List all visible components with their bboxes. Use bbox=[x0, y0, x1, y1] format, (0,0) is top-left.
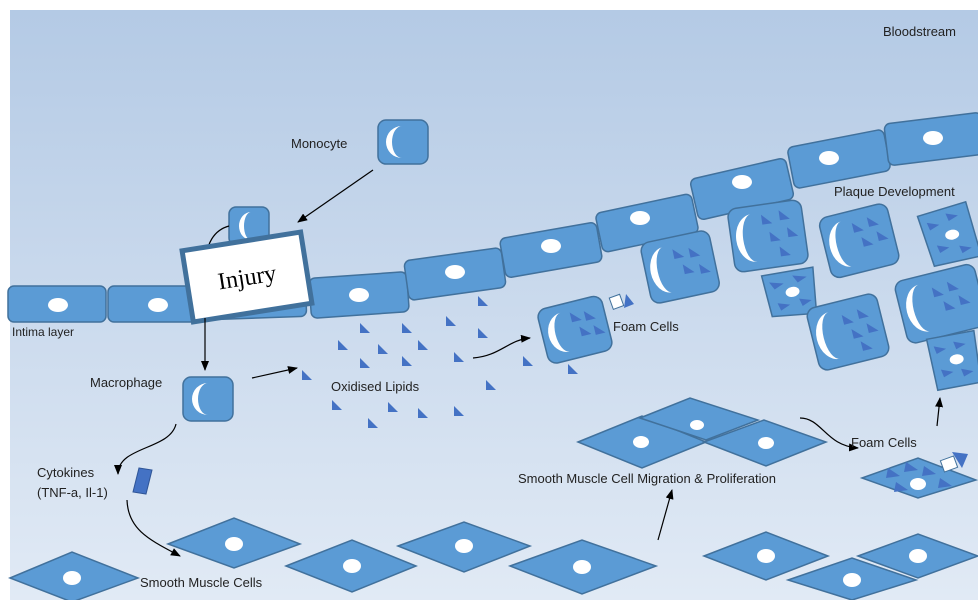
oxidised-lipids-label: Oxidised Lipids bbox=[331, 379, 420, 394]
bloodstream-label: Bloodstream bbox=[883, 24, 956, 39]
macrophage-label: Macrophage bbox=[90, 375, 162, 390]
macrophage-cell bbox=[183, 377, 233, 421]
smc-migration-label: Smooth Muscle Cell Migration & Prolifera… bbox=[518, 471, 776, 486]
cytokines-label-2: (TNF-a, Il-1) bbox=[37, 485, 108, 500]
monocyte-label: Monocyte bbox=[291, 136, 347, 151]
foam-cells-label: Foam Cells bbox=[613, 319, 679, 334]
foam-cells-right-label: Foam Cells bbox=[851, 435, 917, 450]
intima-layer-label: Intima layer bbox=[12, 325, 74, 339]
plaque-development-label: Plaque Development bbox=[834, 184, 955, 199]
monocyte-cell bbox=[378, 120, 428, 164]
cytokines-label-1: Cytokines bbox=[37, 465, 95, 480]
smooth-muscle-cells-label: Smooth Muscle Cells bbox=[140, 575, 263, 590]
injury-sign: Injury bbox=[182, 232, 312, 322]
